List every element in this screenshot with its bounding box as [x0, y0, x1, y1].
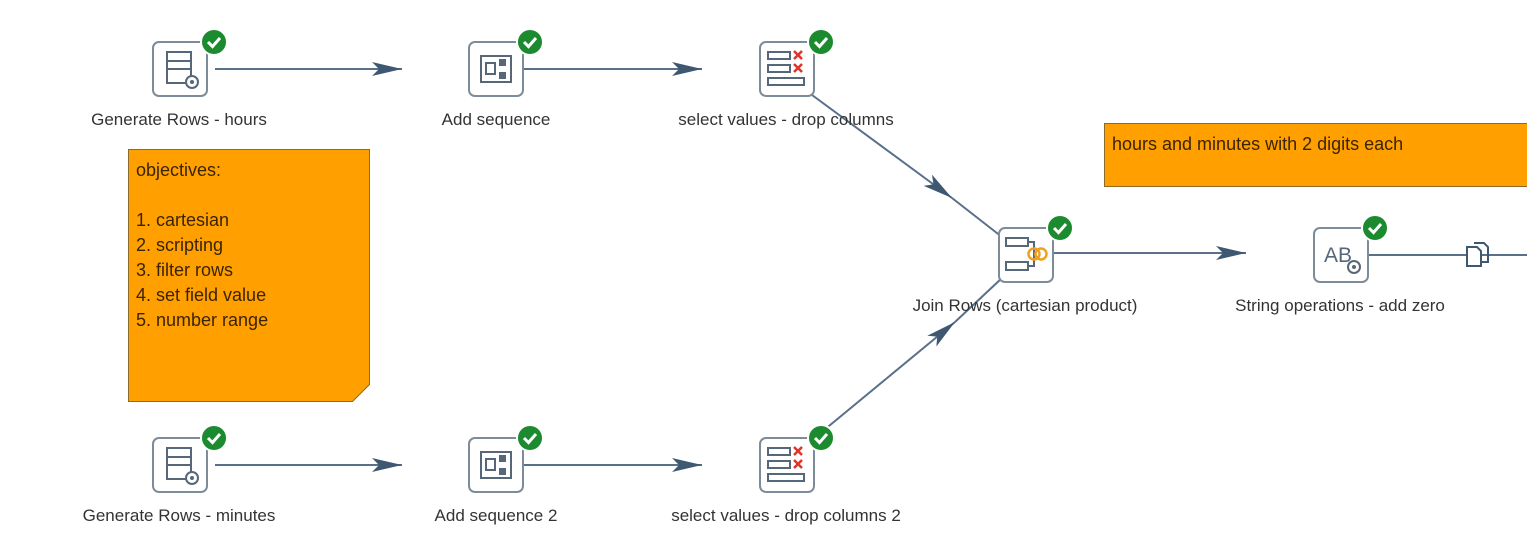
note-line: 4. set field value	[136, 285, 267, 305]
step-label: String operations - add zero	[1235, 296, 1445, 315]
step-generate-rows-hours[interactable]	[152, 41, 208, 97]
success-check-icon	[807, 424, 835, 452]
join-rows-icon	[1005, 237, 1048, 271]
hop-select-values-2-to-join-rows-end	[954, 277, 1003, 323]
step-label: Add sequence 2	[434, 506, 558, 525]
step-label: Generate Rows - hours	[91, 110, 267, 129]
success-check-icon	[200, 28, 228, 56]
step-label: select values - drop columns	[678, 110, 894, 129]
success-check-icon	[200, 424, 228, 452]
note-line: 5. number range	[136, 310, 269, 330]
step-add-sequence[interactable]	[468, 41, 524, 97]
step-label: select values - drop columns 2	[671, 506, 901, 525]
step-select-values-drop-columns-2[interactable]	[759, 437, 815, 493]
hop-select-values-to-join-rows[interactable]	[811, 94, 953, 199]
success-check-icon	[1361, 214, 1389, 242]
step-add-sequence-2[interactable]	[468, 437, 524, 493]
generate-rows-icon	[166, 447, 199, 485]
step-label: Generate Rows - minutes	[82, 506, 276, 525]
success-check-icon	[1046, 214, 1074, 242]
note-line: 3. filter rows	[136, 260, 234, 280]
note-two-digits[interactable]: hours and minutes with 2 digits each	[1104, 123, 1527, 187]
note-objectives[interactable]: objectives: 1. cartesian 2. scripting 3.…	[128, 149, 370, 402]
string-operations-icon: AB	[1324, 244, 1361, 274]
select-values-icon	[767, 446, 805, 482]
note-line: objectives:	[136, 160, 222, 180]
step-generate-rows-minutes[interactable]	[152, 437, 208, 493]
note-folded-corner	[352, 384, 370, 402]
hop-select-values-2-to-join-rows[interactable]	[811, 321, 956, 441]
step-label: Add sequence	[441, 110, 551, 129]
add-sequence-icon	[480, 55, 512, 83]
step-join-rows-cartesian-product[interactable]	[998, 227, 1054, 283]
note-line: 1. cartesian	[136, 210, 230, 230]
note-line: 2. scripting	[136, 235, 224, 255]
success-check-icon	[516, 28, 544, 56]
svg-text:AB: AB	[1324, 244, 1352, 267]
step-string-operations-add-zero[interactable]: AB	[1313, 227, 1369, 283]
success-check-icon	[516, 424, 544, 452]
step-label: Join Rows (cartesian product)	[912, 296, 1138, 315]
generate-rows-icon	[166, 51, 199, 89]
success-check-icon	[807, 28, 835, 56]
note-line	[136, 183, 362, 208]
hop-select-values-to-join-rows-end	[951, 197, 1003, 238]
copy-rows-icon[interactable]	[1463, 240, 1497, 270]
step-select-values-drop-columns[interactable]	[759, 41, 815, 97]
select-values-icon	[767, 50, 805, 86]
note-text: hours and minutes with 2 digits each	[1112, 134, 1404, 154]
add-sequence-icon	[480, 451, 512, 479]
